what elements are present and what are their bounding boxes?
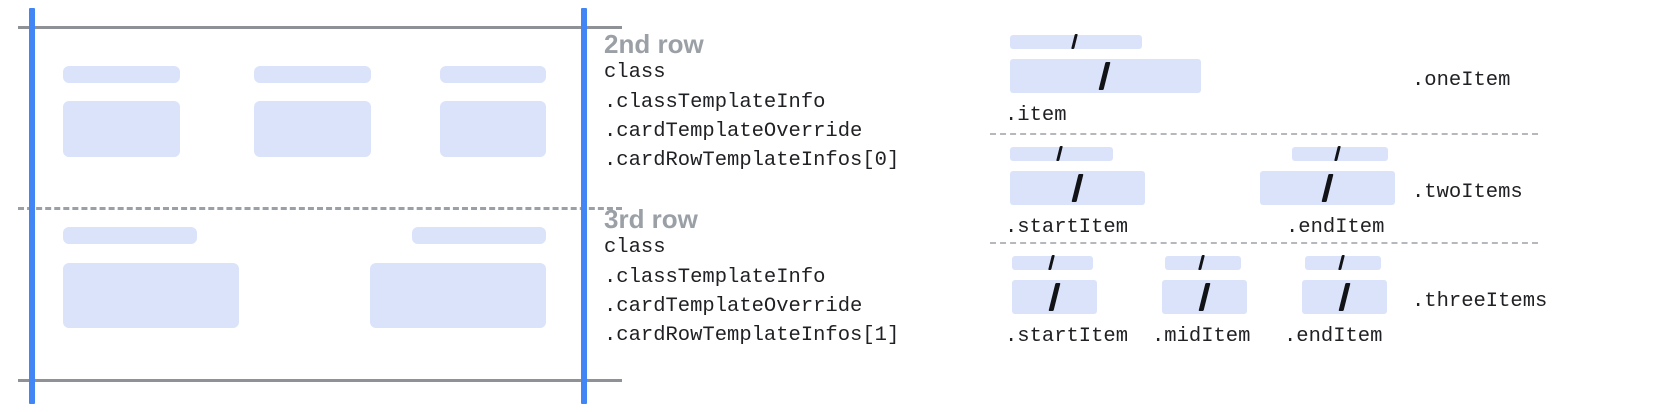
second-row-cell-1-image-placeholder	[63, 101, 180, 157]
two-items-end-image-bar	[1260, 171, 1395, 205]
second-row-cell-3-label-placeholder	[440, 66, 546, 83]
annotation-second-row-line-2: .classTemplateInfo	[604, 90, 826, 114]
annotation-second-row-title: 2nd row	[604, 29, 704, 59]
annotation-second-row-line-3: .cardTemplateOverride	[604, 119, 863, 143]
three-items-mid-caption: .midItem	[1152, 325, 1251, 348]
card-left-edge-line	[29, 8, 35, 404]
slash-icon	[1071, 34, 1078, 49]
second-row-group	[0, 0, 630, 207]
three-items-start-label-bar	[1012, 255, 1093, 270]
two-items-start-image-bar	[1010, 171, 1145, 205]
slash-icon	[1048, 283, 1061, 311]
three-items-mid-image-bar	[1162, 280, 1247, 314]
third-row-group	[0, 207, 630, 412]
annotation-third-row-line-1: class	[604, 236, 666, 260]
slash-icon	[1334, 146, 1341, 161]
one-item-row-label: .oneItem	[1412, 69, 1511, 92]
slash-icon	[1071, 174, 1084, 202]
left-card-diagram	[0, 0, 630, 412]
annotation-third-row-line-2: .classTemplateInfo	[604, 265, 826, 289]
three-items-start-image-bar	[1012, 280, 1097, 314]
annotation-third-row: 3rd row class .classTemplateInfo .cardTe…	[604, 204, 900, 351]
one-item-label-bar	[1010, 34, 1142, 49]
slash-icon	[1098, 62, 1111, 90]
variant-two-items: .startItem .endItem .twoItems	[0, 133, 1676, 242]
card-bottom-boundary-line	[18, 379, 622, 382]
one-item-image-bar	[1010, 59, 1201, 93]
three-items-end-image-bar	[1302, 280, 1387, 314]
second-row-cell-2-image-placeholder	[254, 101, 371, 157]
two-items-end-caption: .endItem	[1286, 216, 1385, 239]
second-row-cell-3-image-placeholder	[440, 101, 546, 157]
annotation-third-row-line-3: .cardTemplateOverride	[604, 294, 863, 318]
three-items-end-caption: .endItem	[1284, 325, 1383, 348]
three-items-start-caption: .startItem	[1005, 325, 1129, 348]
two-items-end-label-bar	[1292, 146, 1388, 161]
three-items-row-label: .threeItems	[1412, 290, 1548, 313]
third-row-cell-2-image-placeholder	[370, 263, 546, 328]
annotation-second-row: 2nd row class .classTemplateInfo .cardTe…	[604, 29, 900, 176]
third-row-cell-1-label-placeholder	[63, 227, 197, 244]
annotation-second-row-line-4: .cardRowTemplateInfos[0]	[604, 149, 900, 173]
slash-icon	[1321, 174, 1334, 202]
third-row-cell-2-label-placeholder	[412, 227, 546, 244]
slash-icon	[1338, 283, 1351, 311]
slash-icon	[1198, 255, 1205, 270]
annotation-second-row-line-1: class	[604, 61, 666, 85]
variant-three-items: .startItem .midItem .endItem .threeItems	[0, 242, 1676, 362]
slash-icon	[1056, 146, 1063, 161]
second-row-cell-2-label-placeholder	[254, 66, 371, 83]
three-items-mid-label-bar	[1165, 255, 1241, 270]
two-items-row-label: .twoItems	[1412, 181, 1523, 204]
variant-one-item: .item .oneItem	[0, 0, 1676, 133]
variant-divider-1	[990, 133, 1538, 135]
third-row-cell-1-image-placeholder	[63, 263, 239, 328]
slash-icon	[1338, 255, 1345, 270]
annotation-third-row-title: 3rd row	[604, 204, 698, 234]
card-top-boundary-line	[18, 26, 622, 29]
card-right-edge-line	[581, 8, 587, 404]
two-items-start-caption: .startItem	[1005, 216, 1129, 239]
slash-icon	[1198, 283, 1211, 311]
one-item-caption: .item	[1005, 104, 1067, 127]
variant-divider-2	[990, 242, 1538, 244]
row-divider-dashed-line	[18, 207, 622, 210]
annotation-third-row-line-4: .cardRowTemplateInfos[1]	[604, 324, 900, 348]
three-items-end-label-bar	[1305, 255, 1381, 270]
slash-icon	[1048, 255, 1055, 270]
second-row-cell-1-label-placeholder	[63, 66, 180, 83]
two-items-start-label-bar	[1010, 146, 1113, 161]
